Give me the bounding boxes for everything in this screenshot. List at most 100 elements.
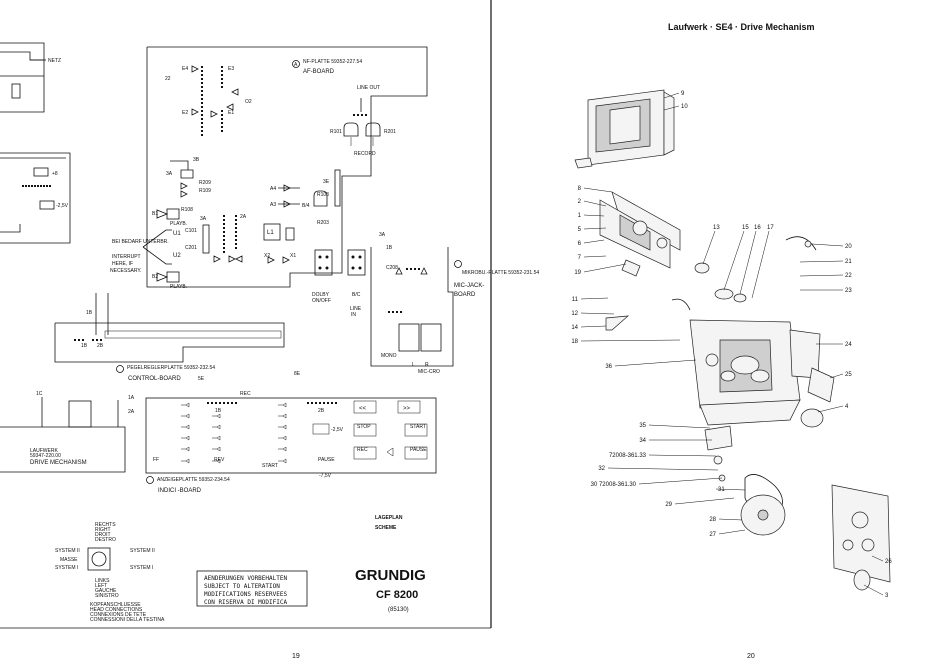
svg-text:1B: 1B bbox=[86, 310, 93, 316]
callout-top-leader-1 bbox=[663, 105, 680, 111]
control-board-code: PEGELREGLERPLATTE 59352-232.54 bbox=[127, 365, 215, 371]
links-3: SINISTRO bbox=[95, 593, 119, 599]
left-page-schematic: NETZ +8 -2,5V A NF-PLA bbox=[0, 0, 539, 660]
svg-text:E3: E3 bbox=[228, 66, 234, 72]
notice-2: MODIFICATIONS RESERVEES bbox=[204, 591, 287, 598]
svg-text:3A: 3A bbox=[200, 216, 207, 222]
c201-label: C201 bbox=[185, 245, 197, 251]
indici-led-columns bbox=[181, 402, 287, 464]
callout-left-5: 7 bbox=[578, 255, 582, 261]
svg-text:22: 22 bbox=[165, 76, 171, 82]
rew-label: << bbox=[359, 406, 367, 412]
svg-text:BOARD: BOARD bbox=[454, 292, 476, 298]
callout-left-leader-9 bbox=[580, 325, 607, 328]
model-name: CF 8200 bbox=[376, 589, 418, 601]
control-board: 1B 2B 1B PEGELREGLERPLATTE 59352-232.54 … bbox=[54, 293, 285, 382]
callout-top-leader-4 bbox=[739, 230, 757, 295]
svg-text:E1: E1 bbox=[228, 110, 234, 116]
svg-text:IN: IN bbox=[351, 312, 356, 318]
pause-label: PAUSE bbox=[410, 447, 427, 453]
svg-text:2A: 2A bbox=[240, 214, 247, 220]
af-connector-strip-1 bbox=[201, 66, 203, 136]
callout-top-0: 9 bbox=[681, 91, 685, 97]
svg-text:L: L bbox=[412, 362, 415, 368]
u2-label: U2 bbox=[173, 253, 181, 259]
svg-text:MIC-CRO: MIC-CRO bbox=[418, 369, 440, 375]
drive-mechanism-name: DRIVE MECHANISM bbox=[30, 460, 87, 466]
af-board-name: AF-BOARD bbox=[303, 69, 335, 75]
grundig-logo: GRUNDIG bbox=[355, 567, 426, 584]
callout-left-leader-8 bbox=[580, 312, 615, 315]
svg-text:REC: REC bbox=[240, 391, 251, 397]
record-label: RECORD bbox=[354, 151, 376, 157]
links-1: LEFT bbox=[95, 583, 107, 589]
callout-top-5: 17 bbox=[767, 225, 774, 231]
r108-label: R108 bbox=[181, 207, 193, 213]
af-connector-strip-2 bbox=[221, 66, 223, 132]
sys1-right: SYSTEM I bbox=[130, 565, 153, 571]
callout-left-leader-1 bbox=[583, 200, 607, 207]
callout-right-4: 24 bbox=[845, 342, 852, 348]
notice-0: AENDERUNGEN VORBEHALTEN bbox=[204, 575, 287, 582]
mono-label: MONO bbox=[381, 353, 397, 359]
head-connection-legend: RECHTS RIGHT DROIT DESTRO SYSTEM II MASS… bbox=[55, 522, 165, 623]
callout-top-4: 16 bbox=[754, 225, 761, 231]
sys2-right: SYSTEM II bbox=[130, 548, 155, 554]
svg-text:2B: 2B bbox=[318, 408, 325, 414]
callout-right-3: 23 bbox=[845, 288, 852, 294]
interrupt-en-3: NECESSARY. bbox=[110, 268, 142, 274]
callout-right-leader-0 bbox=[811, 243, 844, 247]
callout-left-leader-17 bbox=[674, 497, 735, 505]
right-page-drive-mechanism: Laufwerk · SE4 · Drive Mechanism bbox=[571, 22, 892, 660]
callout-left-17: 29 bbox=[665, 502, 672, 508]
kopf-1: HEAD CONNECTIONS bbox=[90, 607, 143, 613]
callout-left-18: 28 bbox=[709, 517, 716, 523]
callout-left-leader-5 bbox=[583, 255, 607, 258]
svg-text:3E: 3E bbox=[323, 179, 330, 185]
kopf-0: KOPFANSCHLUESSE bbox=[90, 602, 141, 608]
rechts-2: DROIT bbox=[95, 532, 111, 538]
ff-label: FF bbox=[153, 457, 159, 463]
callout-top-leader-5 bbox=[751, 230, 770, 299]
kopf-3: CONNESSIONI DELLA TESTINA bbox=[90, 617, 165, 623]
callout-left-1: 2 bbox=[578, 199, 582, 205]
notice-3: CON RISERVA DI MODIFICA bbox=[204, 599, 287, 606]
svg-text:LAUFWERK: LAUFWERK bbox=[30, 448, 58, 454]
callout-left-leader-0 bbox=[583, 187, 613, 193]
callout-left-leader-6 bbox=[583, 263, 627, 273]
svg-text:ON/OFF: ON/OFF bbox=[312, 298, 331, 304]
callout-left-2: 1 bbox=[578, 213, 582, 219]
svg-text:A: A bbox=[294, 62, 298, 68]
links-0: LINKS bbox=[95, 578, 110, 584]
interrupt-en-2: HERE, IF bbox=[112, 261, 133, 267]
r201-label: R201 bbox=[384, 129, 396, 135]
indici-board-code: ANZEIGEPLATTE 59352-234.54 bbox=[157, 477, 230, 483]
callout-top-3: 15 bbox=[742, 225, 749, 231]
bc-label: B/C bbox=[352, 292, 361, 298]
drive-mechanism-title: Laufwerk · SE4 · Drive Mechanism bbox=[668, 22, 815, 32]
indici-board-name: INDICI -BOARD bbox=[158, 488, 202, 494]
callout-left-10: 18 bbox=[571, 339, 578, 345]
callout-left-7: 11 bbox=[572, 297, 579, 303]
sys2-left: SYSTEM II bbox=[55, 548, 80, 554]
interrupt-en-1: INTERRUPT bbox=[112, 254, 141, 260]
callout-top-2: 13 bbox=[713, 225, 720, 231]
callout-left-leader-11 bbox=[614, 359, 697, 367]
callout-left-0: 8 bbox=[578, 186, 582, 192]
callout-left-leader-19 bbox=[718, 529, 746, 535]
callout-right-leader-7 bbox=[715, 488, 746, 491]
callout-right-leader-6 bbox=[817, 405, 844, 413]
svg-text:DOLBY: DOLBY bbox=[312, 292, 330, 298]
svg-text:1B: 1B bbox=[81, 343, 88, 349]
svg-text:R: R bbox=[425, 362, 429, 368]
minus-7v-label: -7,5V bbox=[319, 473, 332, 479]
svg-text:2A: 2A bbox=[128, 409, 135, 415]
svg-text:B2: B2 bbox=[152, 274, 158, 280]
svg-text:X1: X1 bbox=[290, 253, 296, 259]
callout-right-7: 31 bbox=[718, 487, 725, 493]
svg-text:2B: 2B bbox=[97, 343, 104, 349]
callout-left-6: 19 bbox=[574, 270, 581, 276]
callout-left-4: 6 bbox=[578, 241, 582, 247]
left-partial-board: +8 -2,5V bbox=[0, 152, 71, 244]
